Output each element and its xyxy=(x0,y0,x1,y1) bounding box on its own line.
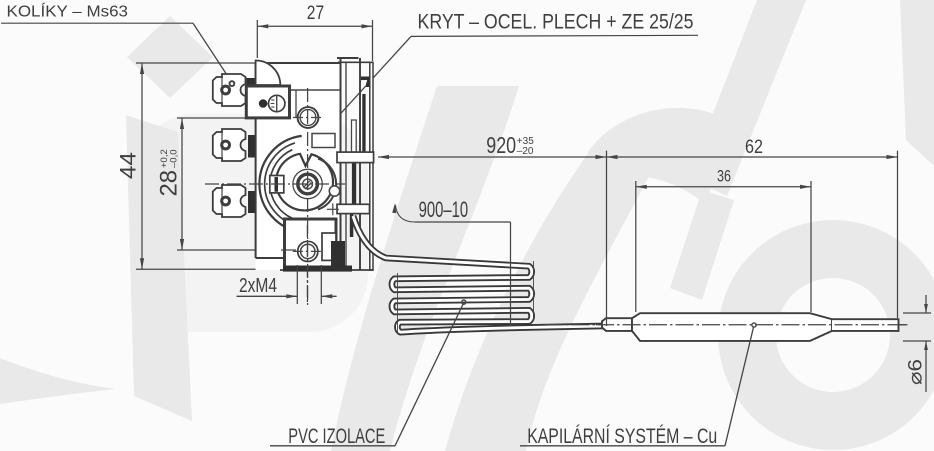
svg-text:PVC IZOLACE: PVC IZOLACE xyxy=(288,425,385,448)
svg-text:28: 28 xyxy=(155,170,182,197)
svg-text:44: 44 xyxy=(116,152,141,179)
svg-text:–0,0: –0,0 xyxy=(169,150,180,169)
svg-text:2xM4: 2xM4 xyxy=(239,275,277,297)
svg-text:KOLÍKY – Ms63: KOLÍKY – Ms63 xyxy=(7,2,129,21)
svg-text:900–10: 900–10 xyxy=(419,197,469,222)
svg-text:KAPILÁRNÍ SYSTÉM – Cu: KAPILÁRNÍ SYSTÉM – Cu xyxy=(527,425,717,448)
svg-text:36: 36 xyxy=(717,166,731,185)
svg-text:+0,2: +0,2 xyxy=(159,149,170,168)
svg-text:27: 27 xyxy=(307,2,324,24)
svg-text:+35: +35 xyxy=(517,136,534,147)
svg-text:62: 62 xyxy=(745,136,763,158)
svg-text:920: 920 xyxy=(486,132,516,158)
svg-text:KRYT – OCEL. PLECH + ZE 25/25: KRYT – OCEL. PLECH + ZE 25/25 xyxy=(418,11,694,34)
svg-text:⌀6: ⌀6 xyxy=(906,359,927,385)
svg-text:–20: –20 xyxy=(517,146,534,157)
